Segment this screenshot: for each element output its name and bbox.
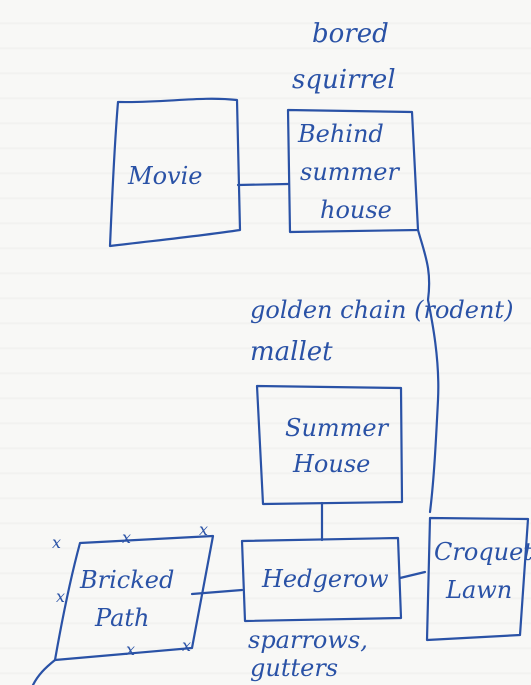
label-movie: Movie bbox=[127, 162, 202, 190]
label-bricked-line1: Bricked bbox=[79, 566, 174, 594]
label-croquet-line2: Lawn bbox=[445, 576, 512, 604]
connector-behind-croquet bbox=[416, 228, 440, 514]
box-hedgerow bbox=[240, 536, 403, 623]
box-movie bbox=[108, 97, 242, 248]
note-bottom-line2: gutters bbox=[250, 654, 338, 682]
boxes bbox=[53, 97, 530, 662]
label-croquet-line1: Croquet bbox=[434, 538, 531, 566]
x-mark-3: x bbox=[199, 520, 208, 539]
connector-hedgerow-croquet bbox=[398, 570, 427, 580]
connectors bbox=[31, 182, 440, 685]
x-mark-6: x bbox=[182, 636, 191, 655]
x-mark-4: x bbox=[56, 587, 65, 606]
box-labels: Movie Behind summer house Summer House H… bbox=[79, 120, 531, 632]
box-summer-house bbox=[255, 384, 404, 506]
label-summer-line2: House bbox=[292, 450, 370, 478]
label-hedgerow: Hedgerow bbox=[261, 565, 389, 593]
annotations: bored squirrel golden chain (rodent) mal… bbox=[248, 19, 513, 682]
x-mark-1: x bbox=[52, 533, 61, 552]
connector-bricked-tail bbox=[31, 658, 57, 685]
label-summer-line1: Summer bbox=[285, 414, 390, 442]
label-bricked-line2: Path bbox=[94, 604, 149, 632]
box-behind-summer-house bbox=[286, 108, 420, 234]
label-behind-line1: Behind bbox=[297, 120, 384, 148]
connector-movie-behind bbox=[236, 182, 290, 187]
label-behind-line3: house bbox=[320, 196, 392, 224]
x-mark-2: x bbox=[122, 528, 131, 547]
note-top-line1: bored bbox=[312, 19, 389, 49]
x-marks: x x x x x x bbox=[52, 520, 208, 659]
box-bricked-path bbox=[53, 534, 215, 662]
note-bottom-line1: sparrows, bbox=[248, 626, 368, 654]
note-mid-line2: mallet bbox=[250, 337, 333, 367]
note-top-line2: squirrel bbox=[292, 65, 396, 95]
note-mid-line1: golden chain (rodent) bbox=[250, 296, 513, 324]
connector-bricked-hedgerow bbox=[190, 588, 244, 596]
box-croquet-lawn bbox=[425, 516, 530, 642]
label-behind-line2: summer bbox=[300, 158, 400, 186]
x-mark-5: x bbox=[126, 640, 135, 659]
